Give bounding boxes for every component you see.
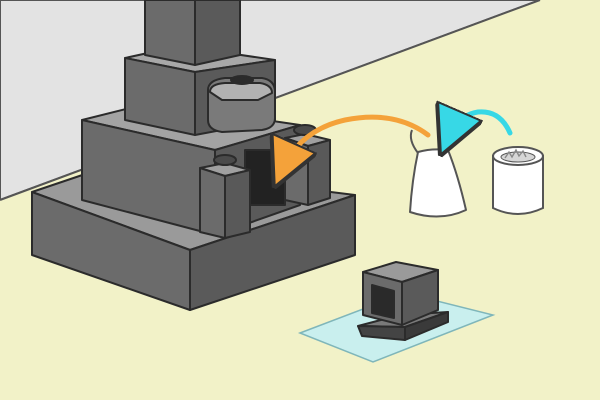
cyan-arrow-icon (448, 112, 513, 138)
water-bowl-hollow (230, 75, 254, 85)
water-bucket (492, 146, 544, 215)
pillar-front-left (144, 0, 196, 66)
small-offering-stone (357, 261, 449, 341)
pillar-front-right (194, 0, 241, 66)
bucket-contents (500, 151, 536, 163)
left-flower-vase (199, 154, 251, 239)
bucket-body (492, 155, 544, 215)
bucket-ice (504, 148, 527, 159)
grave-monument (31, 0, 356, 311)
water-bowl-stone (207, 75, 276, 133)
offering-mat-area (297, 261, 496, 363)
small-stone-opening (371, 284, 395, 319)
trash-bag-handle-left (409, 129, 419, 154)
orange-arrow-icon (282, 114, 431, 170)
base-tier-front-right (189, 194, 356, 311)
